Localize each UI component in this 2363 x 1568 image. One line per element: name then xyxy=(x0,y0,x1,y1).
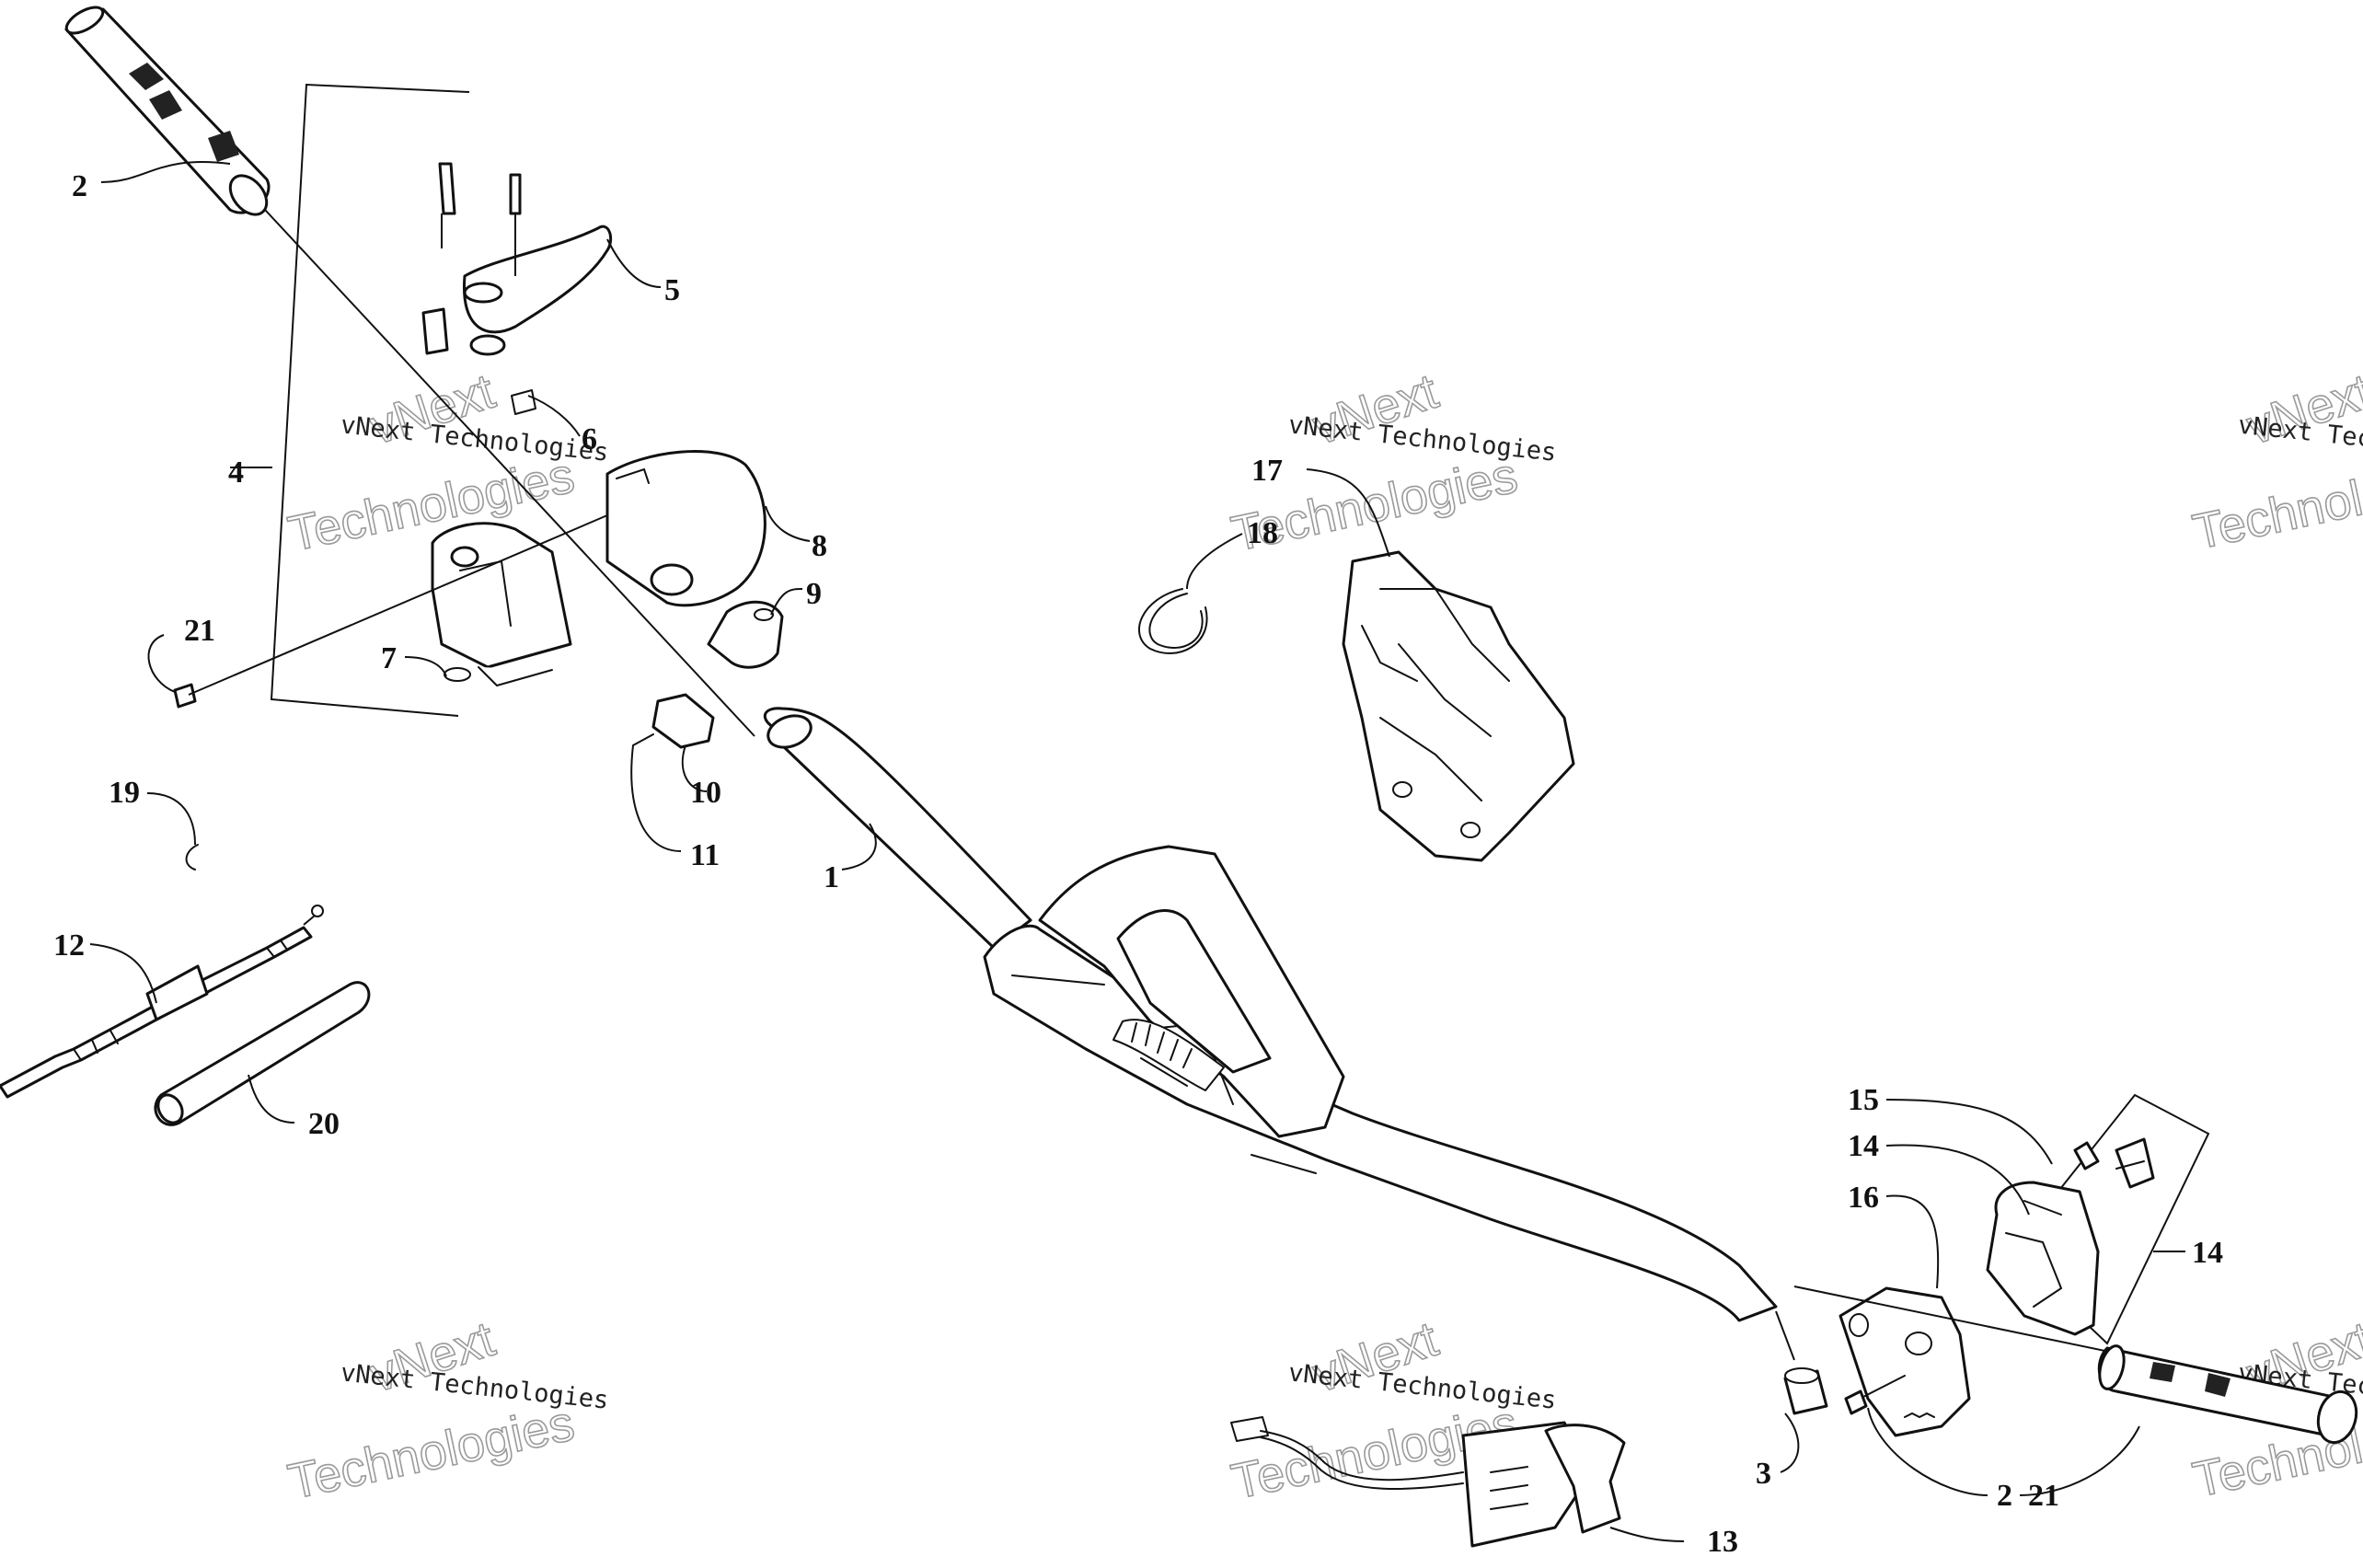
part-21-screw-left xyxy=(173,514,608,709)
part-17-throttle-housing xyxy=(1342,550,1575,862)
callout-18: 18 xyxy=(1247,516,1278,550)
watermark-3: vNext Technologies vNext Technologies xyxy=(2187,363,2363,560)
leader-21b xyxy=(1867,1407,1988,1496)
leader-2b xyxy=(2019,1425,2140,1496)
callout-16: 16 xyxy=(1848,1181,1879,1215)
part-21-screw-right xyxy=(1844,1375,1906,1415)
part-13-wire-harness xyxy=(1230,1416,1626,1548)
callout-2-left: 2 xyxy=(72,169,87,203)
leader-14a xyxy=(1885,1144,2030,1216)
leader-20 xyxy=(248,1074,295,1124)
leader-8 xyxy=(765,505,811,542)
assembly-axis-line xyxy=(240,183,755,737)
part-housing-block xyxy=(431,522,572,686)
callout-11: 11 xyxy=(690,838,720,872)
leader-3 xyxy=(1780,1412,1800,1473)
leader-2a xyxy=(100,160,231,183)
part-5-brake-lever xyxy=(421,162,613,356)
leader-1 xyxy=(841,823,877,870)
part-9-block xyxy=(707,600,784,669)
part-14-15-switch-assembly xyxy=(1986,1093,2210,1345)
watermark-4: vNext Technologies vNext Technologies xyxy=(283,1310,610,1510)
part-1-handlebar xyxy=(763,707,1778,1322)
watermark-big-bottom: Technologies xyxy=(2188,445,2363,559)
part-19-e-clip xyxy=(185,844,199,870)
callout-21-left: 21 xyxy=(184,614,215,648)
leader-10 xyxy=(681,744,708,792)
leader-13 xyxy=(1609,1527,1685,1542)
leader-19 xyxy=(146,792,196,846)
callout-20: 20 xyxy=(308,1107,340,1141)
leader-21a xyxy=(147,634,176,693)
watermark-big-bottom: Technologies xyxy=(283,1396,579,1510)
callout-6: 6 xyxy=(582,422,597,456)
callout-14-upper: 14 xyxy=(1848,1129,1879,1163)
leader-7 xyxy=(404,656,447,677)
leader-18 xyxy=(1186,533,1243,590)
callout-2-right: 2 xyxy=(1997,1479,2012,1513)
callout-21-right: 21 xyxy=(2028,1479,2059,1513)
callout-14-lower: 14 xyxy=(2192,1236,2223,1270)
leader-5 xyxy=(606,238,662,288)
leader-11 xyxy=(630,744,682,852)
leader-6 xyxy=(527,395,581,437)
part-2-hand-grip-left xyxy=(64,6,271,216)
callout-3: 3 xyxy=(1756,1457,1771,1491)
part-18-clip-ring xyxy=(1138,588,1208,654)
part-12-cable xyxy=(0,905,324,1099)
part-10-switch xyxy=(632,693,715,749)
part-3-end-cap xyxy=(1783,1367,1828,1415)
part-2-hand-grip-right xyxy=(2097,1344,2358,1445)
part-16-switch-cover xyxy=(1839,1286,1971,1437)
callout-7: 7 xyxy=(381,641,397,675)
leader-17 xyxy=(1306,468,1390,558)
callout-15: 15 xyxy=(1848,1083,1879,1117)
callout-8: 8 xyxy=(812,529,827,563)
part-20-sleeve xyxy=(154,981,371,1126)
callout-19: 19 xyxy=(109,776,140,810)
callout-5: 5 xyxy=(664,273,680,307)
callout-12: 12 xyxy=(53,928,85,963)
part-4-group-bracket xyxy=(270,83,470,717)
leader-16 xyxy=(1885,1194,1940,1289)
callout-10: 10 xyxy=(690,776,721,810)
end-cap-axis-line xyxy=(1775,1310,1795,1361)
callout-13: 13 xyxy=(1707,1525,1738,1559)
part-8-lever-cover xyxy=(605,450,767,607)
callout-1: 1 xyxy=(824,860,839,894)
part-6-clip xyxy=(511,389,536,415)
callout-17: 17 xyxy=(1251,454,1283,488)
leader-15 xyxy=(1885,1099,2053,1165)
callout-9: 9 xyxy=(806,577,822,611)
leader-9 xyxy=(770,588,803,616)
callout-4: 4 xyxy=(228,455,244,490)
leader-12 xyxy=(89,943,157,1004)
